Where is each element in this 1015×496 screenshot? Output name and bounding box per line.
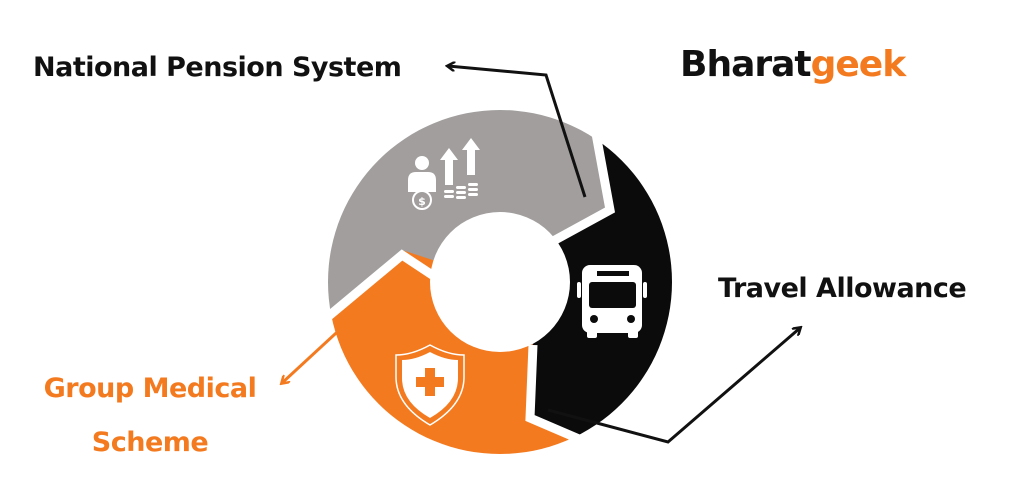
label-travel-allowance: Travel Allowance <box>718 273 967 304</box>
label-line1: Group Medical <box>43 373 257 404</box>
arrow-travel <box>547 328 800 444</box>
brand-logo: Bharatgeek <box>680 44 907 85</box>
label-national-pension-system: National Pension System <box>33 52 402 83</box>
pension-growth-icon: $ <box>408 138 480 210</box>
arrow-medical <box>282 272 402 383</box>
label-line2: Scheme <box>91 427 209 458</box>
brand-part1: Bharat <box>680 44 812 85</box>
arrow-pension <box>448 66 587 198</box>
medical-shield-icon <box>395 344 465 426</box>
bus-icon <box>577 265 647 338</box>
brand-part2: geek <box>810 44 907 85</box>
svg-text:$: $ <box>418 195 426 208</box>
